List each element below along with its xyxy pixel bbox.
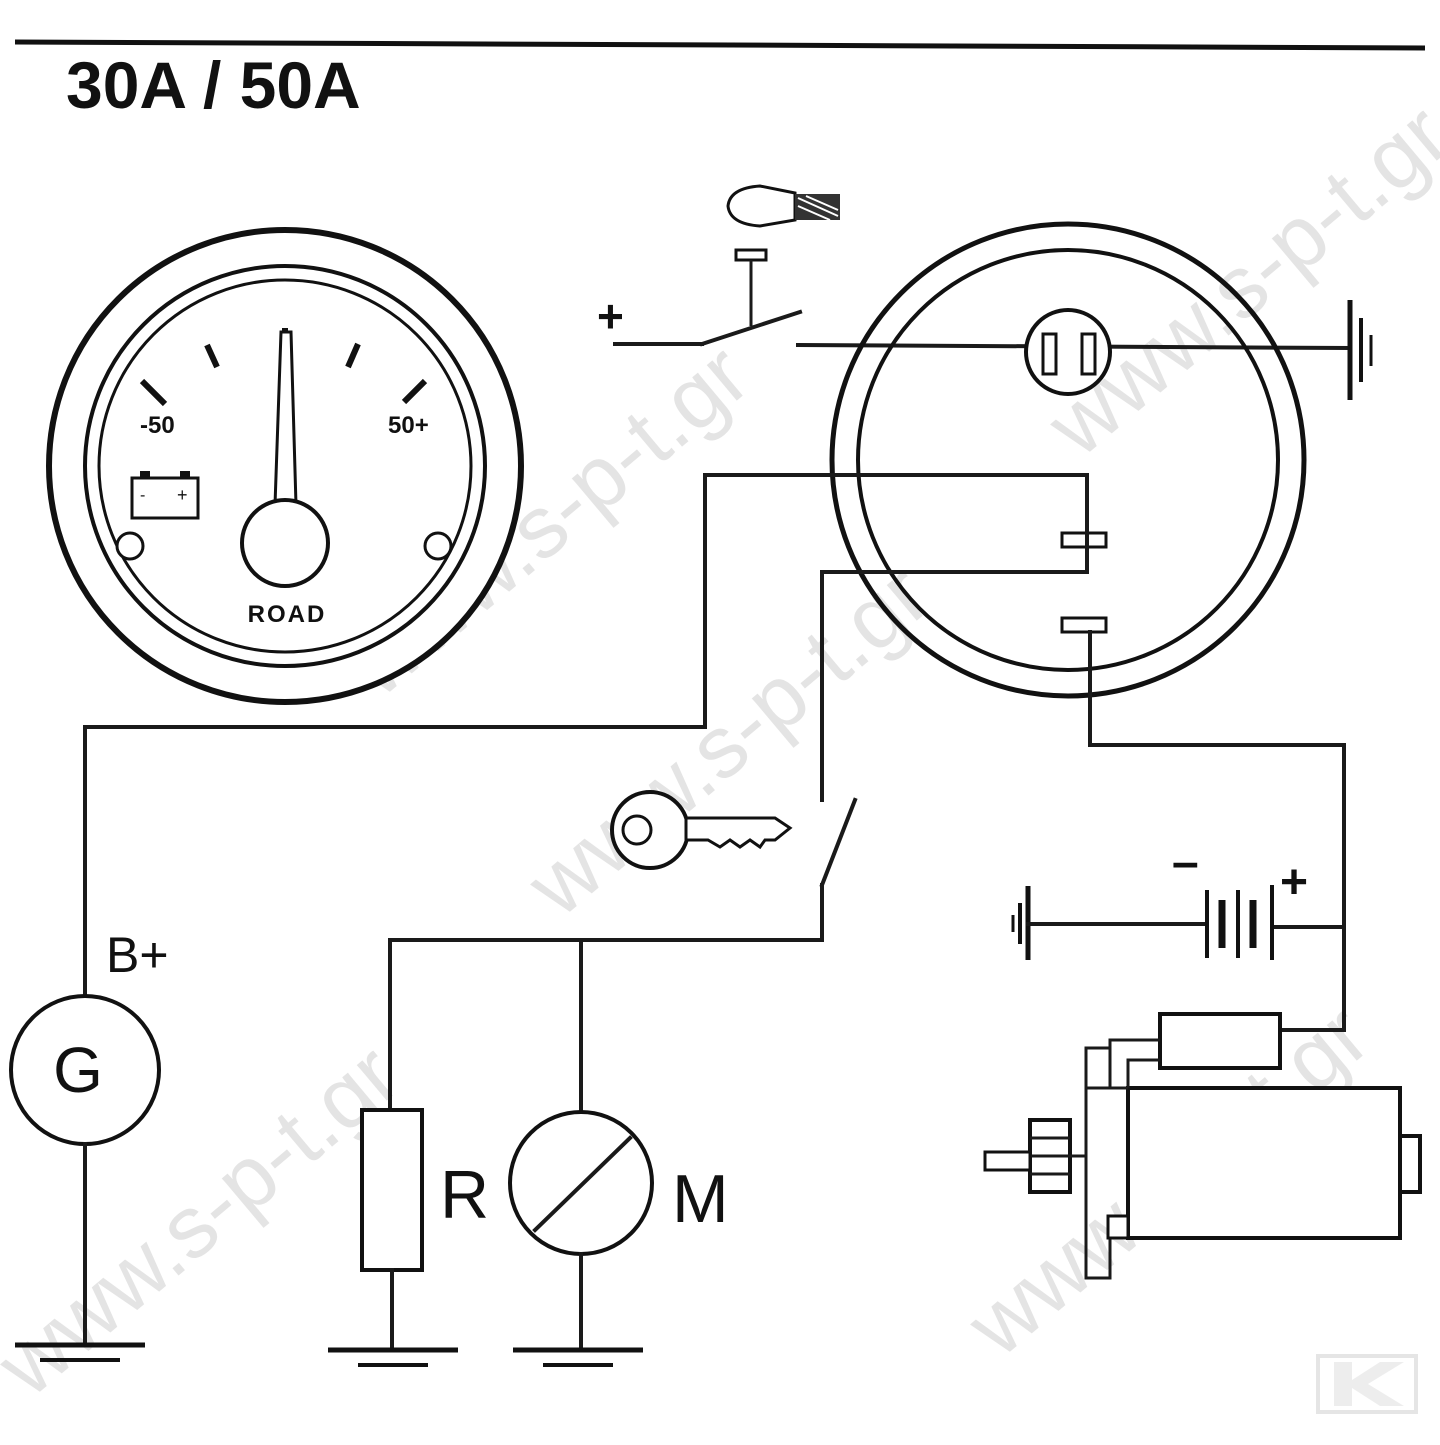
battery-symbol: – + <box>1011 836 1308 960</box>
lamp-push-switch: + <box>597 248 803 347</box>
resistor-label: R <box>440 1157 489 1233</box>
ground-icon <box>15 1342 145 1362</box>
gauge-tick <box>139 378 168 407</box>
gauge-rear-view <box>829 221 1307 699</box>
generator: G B+ <box>9 927 169 1362</box>
watermark-text: www.s-p-t.gr <box>1028 84 1440 475</box>
battery-plus-label: + <box>1280 856 1308 909</box>
gauge-min-label: -50 <box>140 412 175 439</box>
generator-label: G <box>53 1034 103 1106</box>
lamp-socket-pin <box>1041 332 1058 376</box>
motor-label: M <box>672 1161 729 1237</box>
gauge-tick <box>401 378 428 405</box>
ground-icon <box>1347 300 1373 400</box>
logo-icon <box>1316 1354 1418 1414</box>
ammeter-gauge: -50 50+ - + ROAD <box>46 227 524 705</box>
gauge-tick <box>345 342 361 369</box>
lamp-socket <box>1024 308 1112 396</box>
header-rule <box>14 39 1426 51</box>
gauge-screw <box>115 531 145 561</box>
lamp-icon <box>726 184 840 228</box>
switch-plus-label: + <box>597 290 624 342</box>
generator-terminal-label: B+ <box>106 927 169 983</box>
key-icon <box>610 790 793 870</box>
gauge-brand-label: ROAD <box>248 601 327 628</box>
ground-icon <box>328 1347 458 1367</box>
resistor: R <box>328 1108 489 1367</box>
battery-minus-sign: - <box>140 487 145 504</box>
starter-motor-icon <box>983 1012 1422 1280</box>
gauge-tick <box>204 343 220 369</box>
terminal-top <box>1060 531 1108 549</box>
wiring <box>83 473 1346 1114</box>
terminal-bottom <box>1060 616 1108 634</box>
diagram-title: 30A / 50A <box>66 48 361 122</box>
ground-icon <box>513 1347 643 1367</box>
lamp-socket-pin <box>1080 332 1097 376</box>
motor-sensor: M <box>508 1110 729 1367</box>
gauge-max-label: 50+ <box>388 412 429 439</box>
battery-plus-sign: + <box>177 485 188 505</box>
battery-minus-label: – <box>1172 836 1199 889</box>
gauge-screw <box>423 531 453 561</box>
gauge-hub <box>240 498 330 588</box>
battery-icon: - + <box>130 471 200 520</box>
